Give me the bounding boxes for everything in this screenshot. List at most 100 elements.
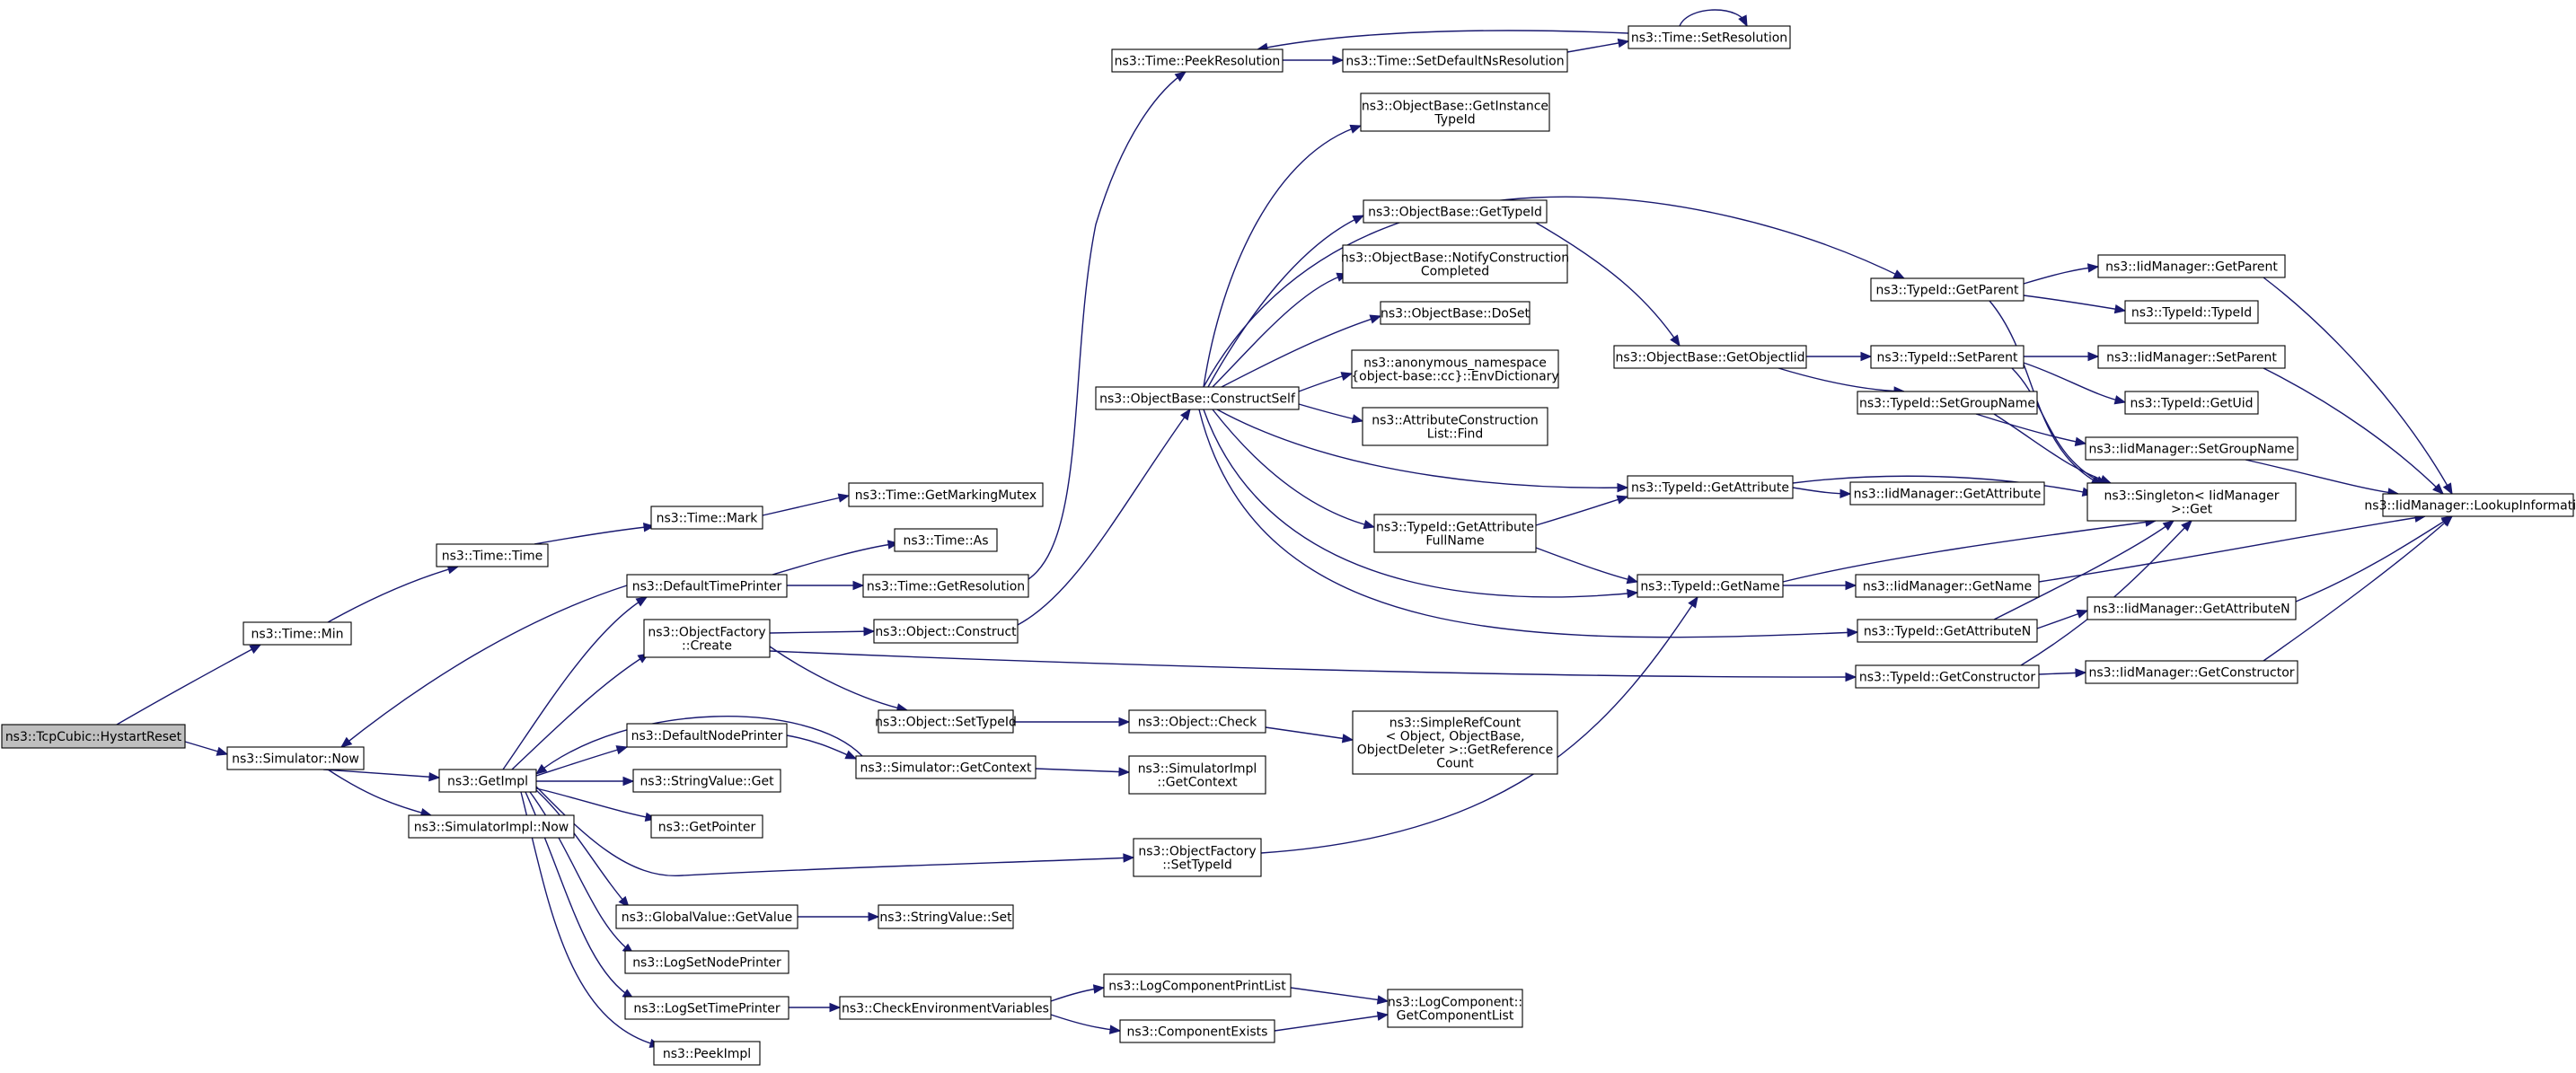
node-iidGetAttrN[interactable]: ns3::IidManager::GetAttributeN	[2086, 596, 2297, 620]
node-label: ns3::Time::Mark	[657, 512, 759, 526]
node-simImplGetContext[interactable]: ns3::SimulatorImpl::GetContext	[1128, 755, 1266, 795]
node-timeSetResolution[interactable]: ns3::Time::SetResolution	[1628, 25, 1791, 49]
edge-typeIdGetParent-to-iidGetParent	[2023, 263, 2100, 285]
node-label: ns3::GlobalValue::GetValue	[622, 910, 792, 925]
node-typeIdGetAttrN[interactable]: ns3::TypeId::GetAttributeN	[1857, 619, 2038, 643]
node-label: ns3::IidManager::SetGroupName	[2089, 443, 2295, 457]
node-iidLookupInfo[interactable]: ns3::IidManager::LookupInformation	[2364, 493, 2576, 517]
edge-iidSetParent-to-iidLookupInfo	[2263, 367, 2444, 495]
node-iidSetParent[interactable]: ns3::IidManager::SetParent	[2097, 345, 2286, 369]
node-peekResolution[interactable]: ns3::Time::PeekResolution	[1111, 48, 1284, 73]
node-timeAs[interactable]: ns3::Time::As	[894, 528, 998, 552]
node-label: ns3::LogComponentPrintList	[1108, 980, 1286, 994]
edge-defNodePrinter-to-simGetContext	[786, 734, 858, 760]
node-label: ns3::GetImpl	[447, 775, 528, 789]
node-timeMark[interactable]: ns3::Time::Mark	[650, 506, 763, 530]
node-logCompGetList[interactable]: ns3::LogComponent::GetComponentList	[1387, 989, 1523, 1028]
node-typeIdTypeId[interactable]: ns3::TypeId::TypeId	[2124, 300, 2259, 324]
node-typeIdSetParent[interactable]: ns3::TypeId::SetParent	[1870, 345, 2025, 369]
edge-objFactoryCreate-to-objConstruct	[769, 626, 876, 637]
node-iidGetParent[interactable]: ns3::IidManager::GetParent	[2097, 254, 2286, 278]
node-label: ns3::ObjectBase::GetObjectIid	[1615, 351, 1804, 365]
node-strValSet[interactable]: ns3::StringValue::Set	[878, 904, 1014, 929]
node-simNow[interactable]: ns3::Simulator::Now	[226, 746, 365, 770]
edge-constructSelf-to-envDictionary	[1298, 372, 1354, 392]
node-compExists[interactable]: ns3::ComponentExists	[1119, 1019, 1275, 1043]
node-label: ns3::ObjectBase::GetInstance	[1362, 100, 1548, 114]
node-typeIdGetConstructor[interactable]: ns3::TypeId::GetConstructor	[1855, 664, 2040, 689]
node-label: Count	[1436, 757, 1474, 771]
node-label: ns3::DefaultTimePrinter	[632, 580, 782, 594]
node-objConstruct[interactable]: ns3::Object::Construct	[873, 619, 1019, 644]
node-notifyConstruction[interactable]: ns3::ObjectBase::NotifyConstructionCompl…	[1341, 244, 1569, 284]
edge-defTimePrinter-to-timeAs	[772, 540, 900, 576]
node-timeTime[interactable]: ns3::Time::Time	[436, 543, 549, 567]
node-label: ns3::AttributeConstruction	[1372, 414, 1538, 428]
node-objCheck[interactable]: ns3::Object::Check	[1128, 709, 1266, 734]
node-getResolution[interactable]: ns3::Time::GetResolution	[862, 574, 1029, 598]
node-logSetTime[interactable]: ns3::LogSetTimePrinter	[624, 996, 790, 1020]
node-objSetTypeId[interactable]: ns3::Object::SetTypeId	[875, 709, 1017, 734]
node-checkEnv[interactable]: ns3::CheckEnvironmentVariables	[839, 996, 1052, 1020]
node-label: ns3::ObjectBase::GetTypeId	[1368, 206, 1542, 220]
node-label: ns3::PeekImpl	[663, 1047, 751, 1061]
node-getMarkingMutex[interactable]: ns3::Time::GetMarkingMutex	[848, 482, 1044, 507]
node-iidSetGroupName[interactable]: ns3::IidManager::SetGroupName	[2085, 436, 2298, 461]
node-getObjectIid[interactable]: ns3::ObjectBase::GetObjectIid	[1613, 345, 1807, 369]
edge-objConstruct-to-constructSelf	[1017, 408, 1191, 626]
node-timeMin[interactable]: ns3::Time::Min	[243, 621, 352, 646]
edge-timeMark-to-getMarkingMutex	[762, 493, 851, 516]
edge-typeIdSetGroupName-to-iidSetGroupName	[1975, 413, 2087, 446]
node-objFactoryCreate[interactable]: ns3::ObjectFactory::Create	[643, 619, 771, 658]
node-label: ns3::LogComponent::	[1388, 996, 1522, 1010]
node-iidGetAttribute[interactable]: ns3::IidManager::GetAttribute	[1849, 481, 2045, 506]
node-typeIdGetAttribute[interactable]: ns3::TypeId::GetAttribute	[1627, 475, 1794, 499]
node-label: ns3::SimpleRefCount	[1389, 717, 1522, 731]
node-strValGet[interactable]: ns3::StringValue::Get	[632, 769, 781, 793]
edge-typeIdGetConstructor-to-singletonGet	[2020, 520, 2192, 666]
edge-getAttrFullName-to-typeIdGetAttribute	[1535, 495, 1629, 526]
node-typeIdGetName[interactable]: ns3::TypeId::GetName	[1636, 574, 1784, 598]
node-constructSelf[interactable]: ns3::ObjectBase::ConstructSelf	[1095, 386, 1300, 410]
node-defTimePrinter[interactable]: ns3::DefaultTimePrinter	[626, 574, 788, 598]
node-typeIdGetUid[interactable]: ns3::TypeId::GetUid	[2124, 391, 2259, 415]
node-label: ns3::StringValue::Set	[879, 910, 1012, 925]
node-label: ns3::Time::As	[903, 534, 988, 549]
node-label: GetComponentList	[1397, 1009, 1514, 1024]
node-simImplNow[interactable]: ns3::SimulatorImpl::Now	[408, 814, 575, 839]
node-simpleRefCount[interactable]: ns3::SimpleRefCount< Object, ObjectBase,…	[1352, 710, 1558, 775]
node-typeIdSetGroupName[interactable]: ns3::TypeId::SetGroupName	[1857, 391, 2038, 415]
node-simGetContext[interactable]: ns3::Simulator::GetContext	[855, 755, 1037, 779]
node-label: ns3::ObjectBase::NotifyConstruction	[1341, 251, 1569, 266]
node-singletonGet[interactable]: ns3::Singleton< IidManager >::Get	[2086, 482, 2297, 522]
node-globalValGet[interactable]: ns3::GlobalValue::GetValue	[615, 904, 798, 929]
edge-getResolution-to-peekResolution	[1028, 71, 1187, 580]
node-label: ns3::GetPointer	[658, 821, 756, 835]
node-logSetNode[interactable]: ns3::LogSetNodePrinter	[624, 950, 790, 974]
node-setDefaultNsRes[interactable]: ns3::Time::SetDefaultNsResolution	[1342, 48, 1568, 73]
node-label: ns3::TypeId::GetAttribute	[1376, 521, 1534, 535]
node-objFactorySetTypeId[interactable]: ns3::ObjectFactory::SetTypeId	[1133, 838, 1262, 877]
node-logCompPrintList[interactable]: ns3::LogComponentPrintList	[1103, 973, 1292, 998]
node-obGetTypeId[interactable]: ns3::ObjectBase::GetTypeId	[1363, 199, 1548, 224]
node-getImpl[interactable]: ns3::GetImpl	[438, 769, 537, 793]
node-label: ns3::IidManager::GetConstructor	[2088, 666, 2294, 681]
node-label: ns3::TypeId::SetGroupName	[1859, 397, 2035, 411]
node-defNodePrinter[interactable]: ns3::DefaultNodePrinter	[626, 723, 788, 748]
edge-getImpl-to-defNodePrinter	[535, 745, 629, 777]
node-iidGetConstructor[interactable]: ns3::IidManager::GetConstructor	[2085, 660, 2298, 684]
node-peekImpl[interactable]: ns3::PeekImpl	[653, 1041, 761, 1066]
edge-defTimePrinter-to-simNow	[340, 585, 628, 748]
node-hystart[interactable]: ns3::TcpCubic::HystartReset	[1, 724, 186, 749]
node-envDictionary[interactable]: ns3::anonymous_namespace{object-base::cc…	[1351, 349, 1559, 389]
node-label: ns3::LogSetNodePrinter	[632, 956, 781, 971]
edge-timeTime-to-timeMark	[534, 523, 656, 545]
node-doSet[interactable]: ns3::ObjectBase::DoSet	[1380, 301, 1531, 325]
node-iidGetName[interactable]: ns3::IidManager::GetName	[1855, 574, 2040, 598]
node-getPointer[interactable]: ns3::GetPointer	[650, 814, 763, 839]
node-typeIdGetParent[interactable]: ns3::TypeId::GetParent	[1870, 277, 2025, 302]
